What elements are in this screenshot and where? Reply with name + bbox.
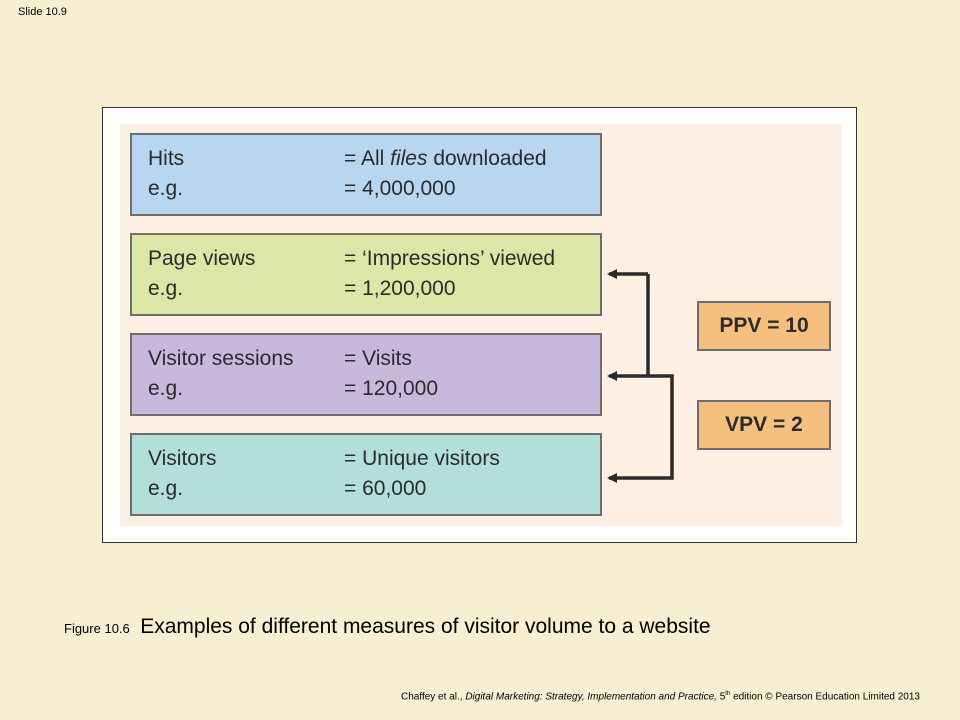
- figure-frame: Hits = All files downloaded e.g. = 4,000…: [102, 107, 857, 543]
- page-views-definition: = ‘Impressions’ viewed: [344, 247, 556, 270]
- hits-example-label: e.g.: [148, 177, 184, 200]
- copyright-footer: Chaffey et al., Digital Marketing: Strat…: [401, 691, 920, 702]
- visitors-example-label: e.g.: [148, 477, 184, 500]
- footer-edition-suffix: th: [725, 691, 731, 697]
- visitors-box: Visitors = Unique visitors e.g. = 60,000: [130, 433, 602, 516]
- ppv-ratio-box: PPV = 10: [697, 301, 831, 351]
- hits-term: Hits: [148, 147, 185, 170]
- footer-book-title: Digital Marketing: Strategy, Implementat…: [465, 691, 717, 703]
- footer-rest: edition © Pearson Education Limited 2013: [733, 691, 920, 703]
- visitor-sessions-term: Visitor sessions: [148, 347, 294, 370]
- visitor-sessions-example-value: = 120,000: [344, 377, 439, 400]
- figure-panel: Hits = All files downloaded e.g. = 4,000…: [120, 124, 842, 526]
- visitor-sessions-definition: = Visits: [344, 347, 412, 370]
- visitor-sessions-box: Visitor sessions = Visits e.g. = 120,000: [130, 333, 602, 416]
- visitors-definition: = Unique visitors: [344, 447, 500, 470]
- connector-arrows: [607, 269, 674, 483]
- vpv-ratio-box: VPV = 2: [697, 400, 831, 450]
- visitors-term: Visitors: [148, 447, 217, 470]
- page-views-example-label: e.g.: [148, 277, 184, 300]
- vpv-bracket-line: [648, 374, 674, 480]
- hits-example-value: = 4,000,000: [344, 177, 456, 200]
- footer-authors: Chaffey et al.,: [401, 691, 463, 703]
- page-views-term: Page views: [148, 247, 256, 270]
- footer-edition-number: 5: [719, 691, 726, 703]
- figure-label: Figure 10.6: [64, 621, 130, 636]
- slide-number: Slide 10.9: [18, 6, 67, 18]
- hits-box: Hits = All files downloaded e.g. = 4,000…: [130, 133, 602, 216]
- visitors-example-value: = 60,000: [344, 477, 427, 500]
- figure-caption: Figure 10.6 Examples of different measur…: [64, 615, 711, 639]
- visitor-sessions-example-label: e.g.: [148, 377, 184, 400]
- page-views-example-value: = 1,200,000: [344, 277, 456, 300]
- hits-definition: = All files downloaded: [344, 147, 547, 170]
- figure-title: Examples of different measures of visito…: [140, 615, 711, 638]
- page-views-box: Page views = ‘Impressions’ viewed e.g. =…: [130, 233, 602, 316]
